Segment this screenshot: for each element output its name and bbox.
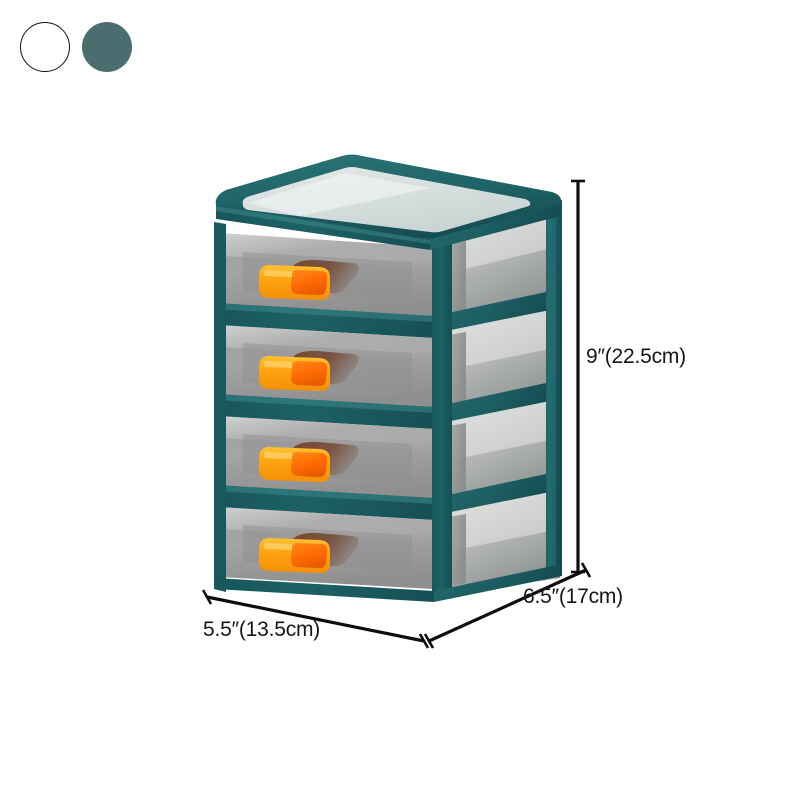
frame-rail-2 — [216, 380, 560, 429]
tier-2-handle — [259, 356, 330, 391]
drawer-tier-4 — [219, 490, 560, 596]
frame-rail-3 — [216, 471, 560, 520]
drawer-tier-2 — [219, 308, 560, 418]
top-lid-side-lip — [430, 204, 560, 250]
top-lid-panel — [242, 167, 531, 233]
color-swatch-teal[interactable] — [82, 22, 132, 72]
tier-4-side-glass — [436, 490, 560, 596]
depth-dimension-line — [423, 562, 592, 649]
top-lid — [215, 154, 561, 250]
width-dimension-line — [201, 589, 430, 649]
frame-rail-1 — [216, 289, 560, 338]
depth-dimension-label: 6.5″(17cm) — [523, 585, 623, 608]
frame-base-front — [216, 578, 434, 602]
tier-1-handle — [259, 265, 330, 300]
drawer-tier-group — [216, 206, 560, 596]
height-dimension-label: 9″(22.5cm) — [586, 345, 686, 368]
width-dimension-label: 5.5″(13.5cm) — [203, 618, 321, 641]
frame-base-side — [434, 564, 562, 602]
frame-corner-post — [432, 236, 452, 596]
frame-posts — [214, 200, 562, 602]
color-swatch-white[interactable] — [20, 22, 70, 72]
drawer-tier-3 — [219, 399, 560, 509]
tier-3-handle — [259, 447, 330, 482]
color-swatch-group — [20, 22, 170, 78]
drawer-tier-1 — [219, 206, 560, 322]
frame-rear-post — [546, 200, 562, 578]
tier-4-handle — [259, 538, 330, 573]
height-dimension-line — [571, 179, 585, 574]
